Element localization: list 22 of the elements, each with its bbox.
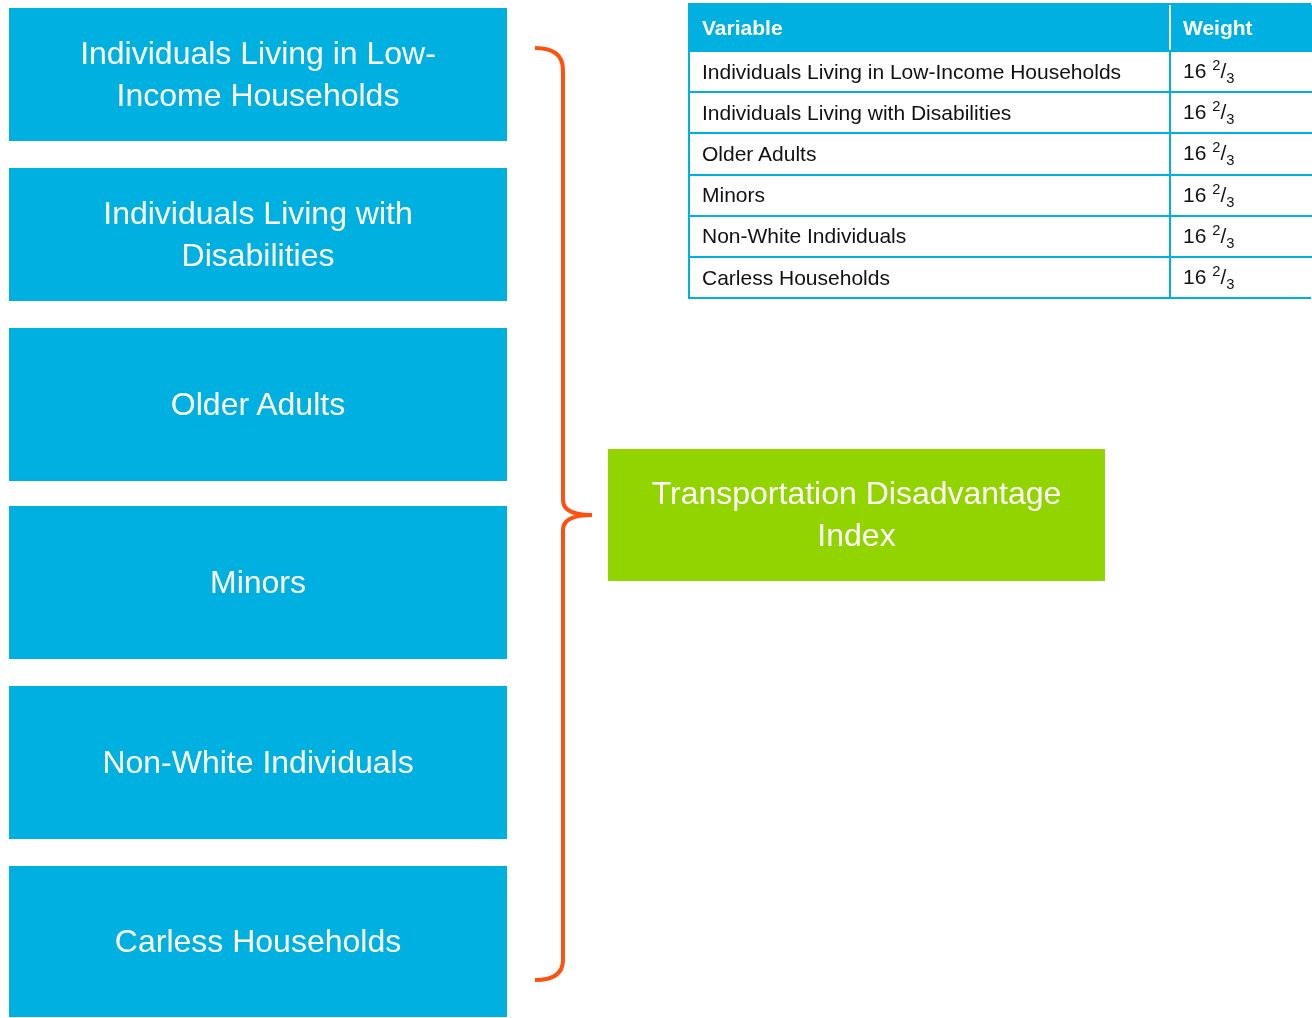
- header-cell: Variable: [690, 5, 1169, 50]
- weight-cell: 16 $^{2}$/$_{3}$: [1169, 91, 1312, 133]
- index-box: [608, 449, 1105, 581]
- variable-box: [9, 686, 507, 839]
- box-label: Transportation Disadvantage Index: [650, 474, 1063, 555]
- box-label: Older Adults: [170, 384, 346, 424]
- weight-cell: 16 $^{2}$/$_{3}$: [1169, 255, 1312, 298]
- weight-cell: 16 $^{2}$/$_{3}$: [1169, 132, 1312, 174]
- variable-box: [9, 866, 507, 1017]
- variable-box: [9, 168, 507, 301]
- variable-box: [9, 8, 507, 141]
- box-label: Individuals Living with Disabilities: [102, 193, 414, 275]
- box-label: Minors: [210, 562, 306, 602]
- box-label: Carless Households: [114, 921, 402, 961]
- header-cell: Weight: [1169, 5, 1312, 50]
- box-label: Individuals Living in Low-Income Households: [79, 33, 437, 115]
- weight-cell: 16 $^{2}$/$_{3}$: [1169, 173, 1312, 215]
- weight-cell: 16 $^{2}$/$_{3}$: [1169, 214, 1312, 256]
- box-label: Non-White Individuals: [102, 742, 414, 782]
- weight-cell: 16 $^{2}$/$_{3}$: [1169, 50, 1312, 92]
- variable-box: [9, 506, 507, 659]
- variable-box: [9, 328, 507, 481]
